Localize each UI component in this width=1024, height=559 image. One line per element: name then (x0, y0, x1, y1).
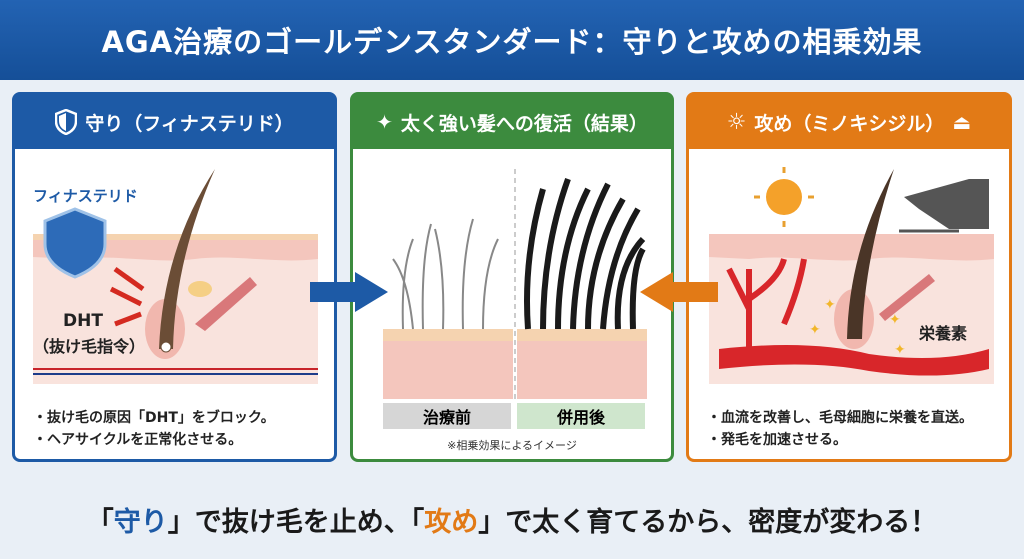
bottom-defense: 守り (113, 507, 168, 538)
sparkle-icon: ✦ (376, 110, 393, 134)
bullet: ・発毛を加速させる。 (707, 432, 847, 448)
offense-panel: ☼ 攻め（ミノキシジル） ⏏ ✦✦✦✦ 栄養素 ・血流を改善し、毛母細胞に栄養を… (686, 92, 1012, 462)
defense-bullets: ・抜け毛の原因「DHT」をブロック。 ・ヘアサイクルを正常化させる。 (33, 407, 275, 451)
bottom-text: 」で抜け毛を止め、「 (167, 507, 425, 538)
nutrient-label: 栄養素 (919, 324, 968, 343)
result-header: ✦ 太く強い髪への復活（結果） (353, 95, 671, 149)
dht-note: （抜け毛指令） (33, 337, 146, 356)
bullet: ・血流を改善し、毛母細胞に栄養を直送。 (707, 410, 973, 426)
result-panel: ✦ 太く強い髪への復活（結果） 治療前 併用後 ※相乗効果によるイメージ (350, 92, 674, 462)
svg-text:✦: ✦ (809, 322, 821, 338)
blue-arrow-icon (310, 272, 388, 312)
result-header-text: 太く強い髪への復活（結果） (400, 112, 648, 135)
svg-text:✦: ✦ (824, 297, 836, 313)
bottom-message: 「守り」で抜け毛を止め、「攻め」で太く育てるから、密度が変わる！ (0, 500, 1024, 539)
defense-header-text: 守り（フィナステリド） (85, 112, 294, 135)
sun-icon: ☼ (726, 109, 747, 135)
svg-text:✦: ✦ (889, 312, 901, 328)
bullet: ・ヘアサイクルを正常化させる。 (33, 432, 243, 448)
bullet: ・抜け毛の原因「DHT」をブロック。 (33, 410, 275, 426)
svg-text:✦: ✦ (894, 342, 906, 358)
pedal-icon: ⏏ (952, 110, 972, 134)
bottom-text: 」で太く育てるから、密度が変わる！ (478, 507, 938, 538)
page-title: AGA治療のゴールデンスタンダード：守りと攻めの相乗効果 (0, 0, 1024, 80)
synergy-note: ※相乗効果によるイメージ (447, 439, 577, 452)
minoxidil-illustration: ✦✦✦✦ (709, 167, 994, 384)
defense-header: 守り（フィナステリド） (15, 95, 334, 149)
bottom-offense: 攻め (424, 507, 479, 538)
shield-icon (55, 109, 78, 135)
finasteride-label: フィナステリド (33, 187, 138, 205)
finasteride-illustration (33, 169, 318, 384)
before-label: 治療前 (383, 403, 511, 429)
offense-header: ☼ 攻め（ミノキシジル） ⏏ (689, 95, 1009, 149)
bottom-text: 「 (86, 507, 114, 538)
before-after-illustration (383, 169, 647, 399)
orange-arrow-icon (640, 272, 718, 312)
offense-bullets: ・血流を改善し、毛母細胞に栄養を直送。 ・発毛を加速させる。 (707, 407, 973, 451)
defense-panel: 守り（フィナステリド） フィナステリド DHT （抜け毛指令） ・抜け毛の原因「… (12, 92, 337, 462)
after-label: 併用後 (517, 403, 645, 429)
offense-header-text: 攻め（ミノキシジル） (754, 112, 945, 135)
dht-label: DHT (63, 311, 103, 331)
